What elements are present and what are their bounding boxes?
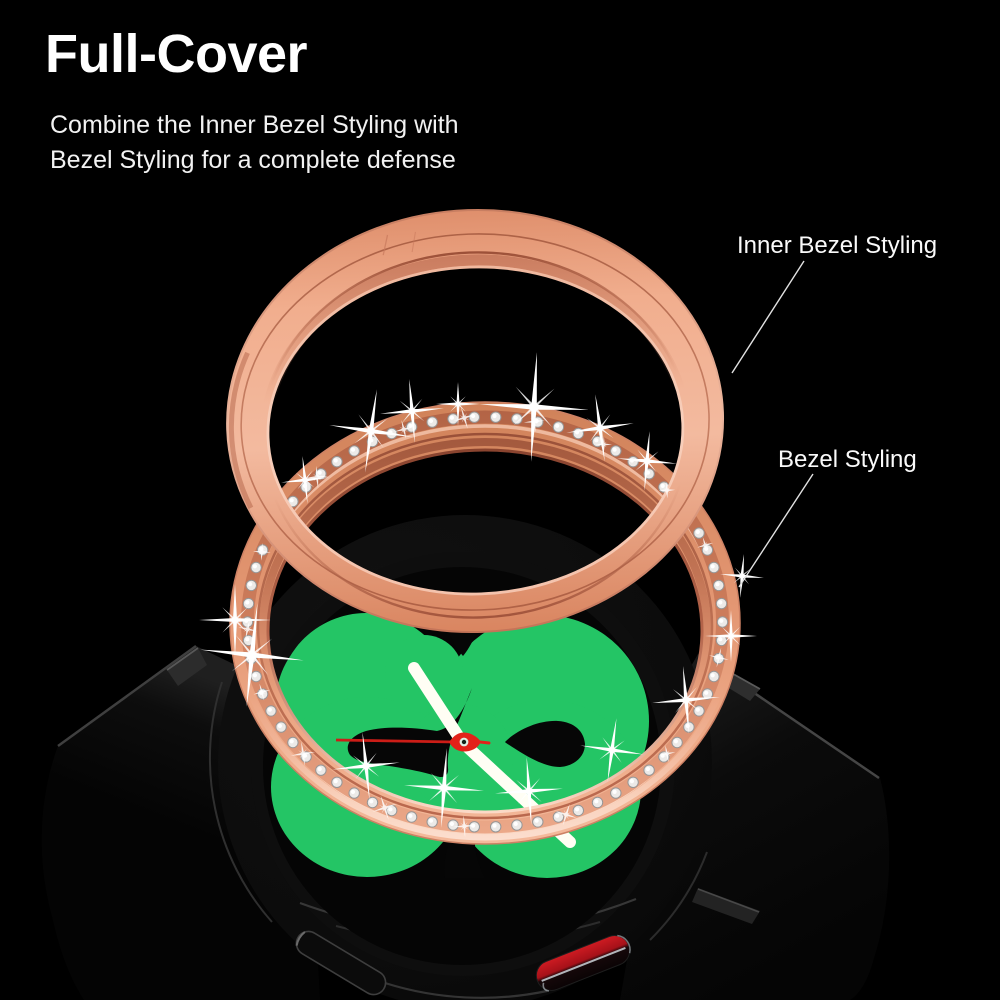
svg-text:Full-Cover: Full-Cover xyxy=(45,24,308,84)
svg-text:Inner Bezel Styling: Inner Bezel Styling xyxy=(737,232,937,259)
svg-text:Combine the Inner Bezel Stylin: Combine the Inner Bezel Styling with xyxy=(50,111,459,139)
svg-text:Bezel Styling for a complete d: Bezel Styling for a complete defense xyxy=(50,146,456,174)
svg-text:Bezel Styling: Bezel Styling xyxy=(778,446,917,473)
